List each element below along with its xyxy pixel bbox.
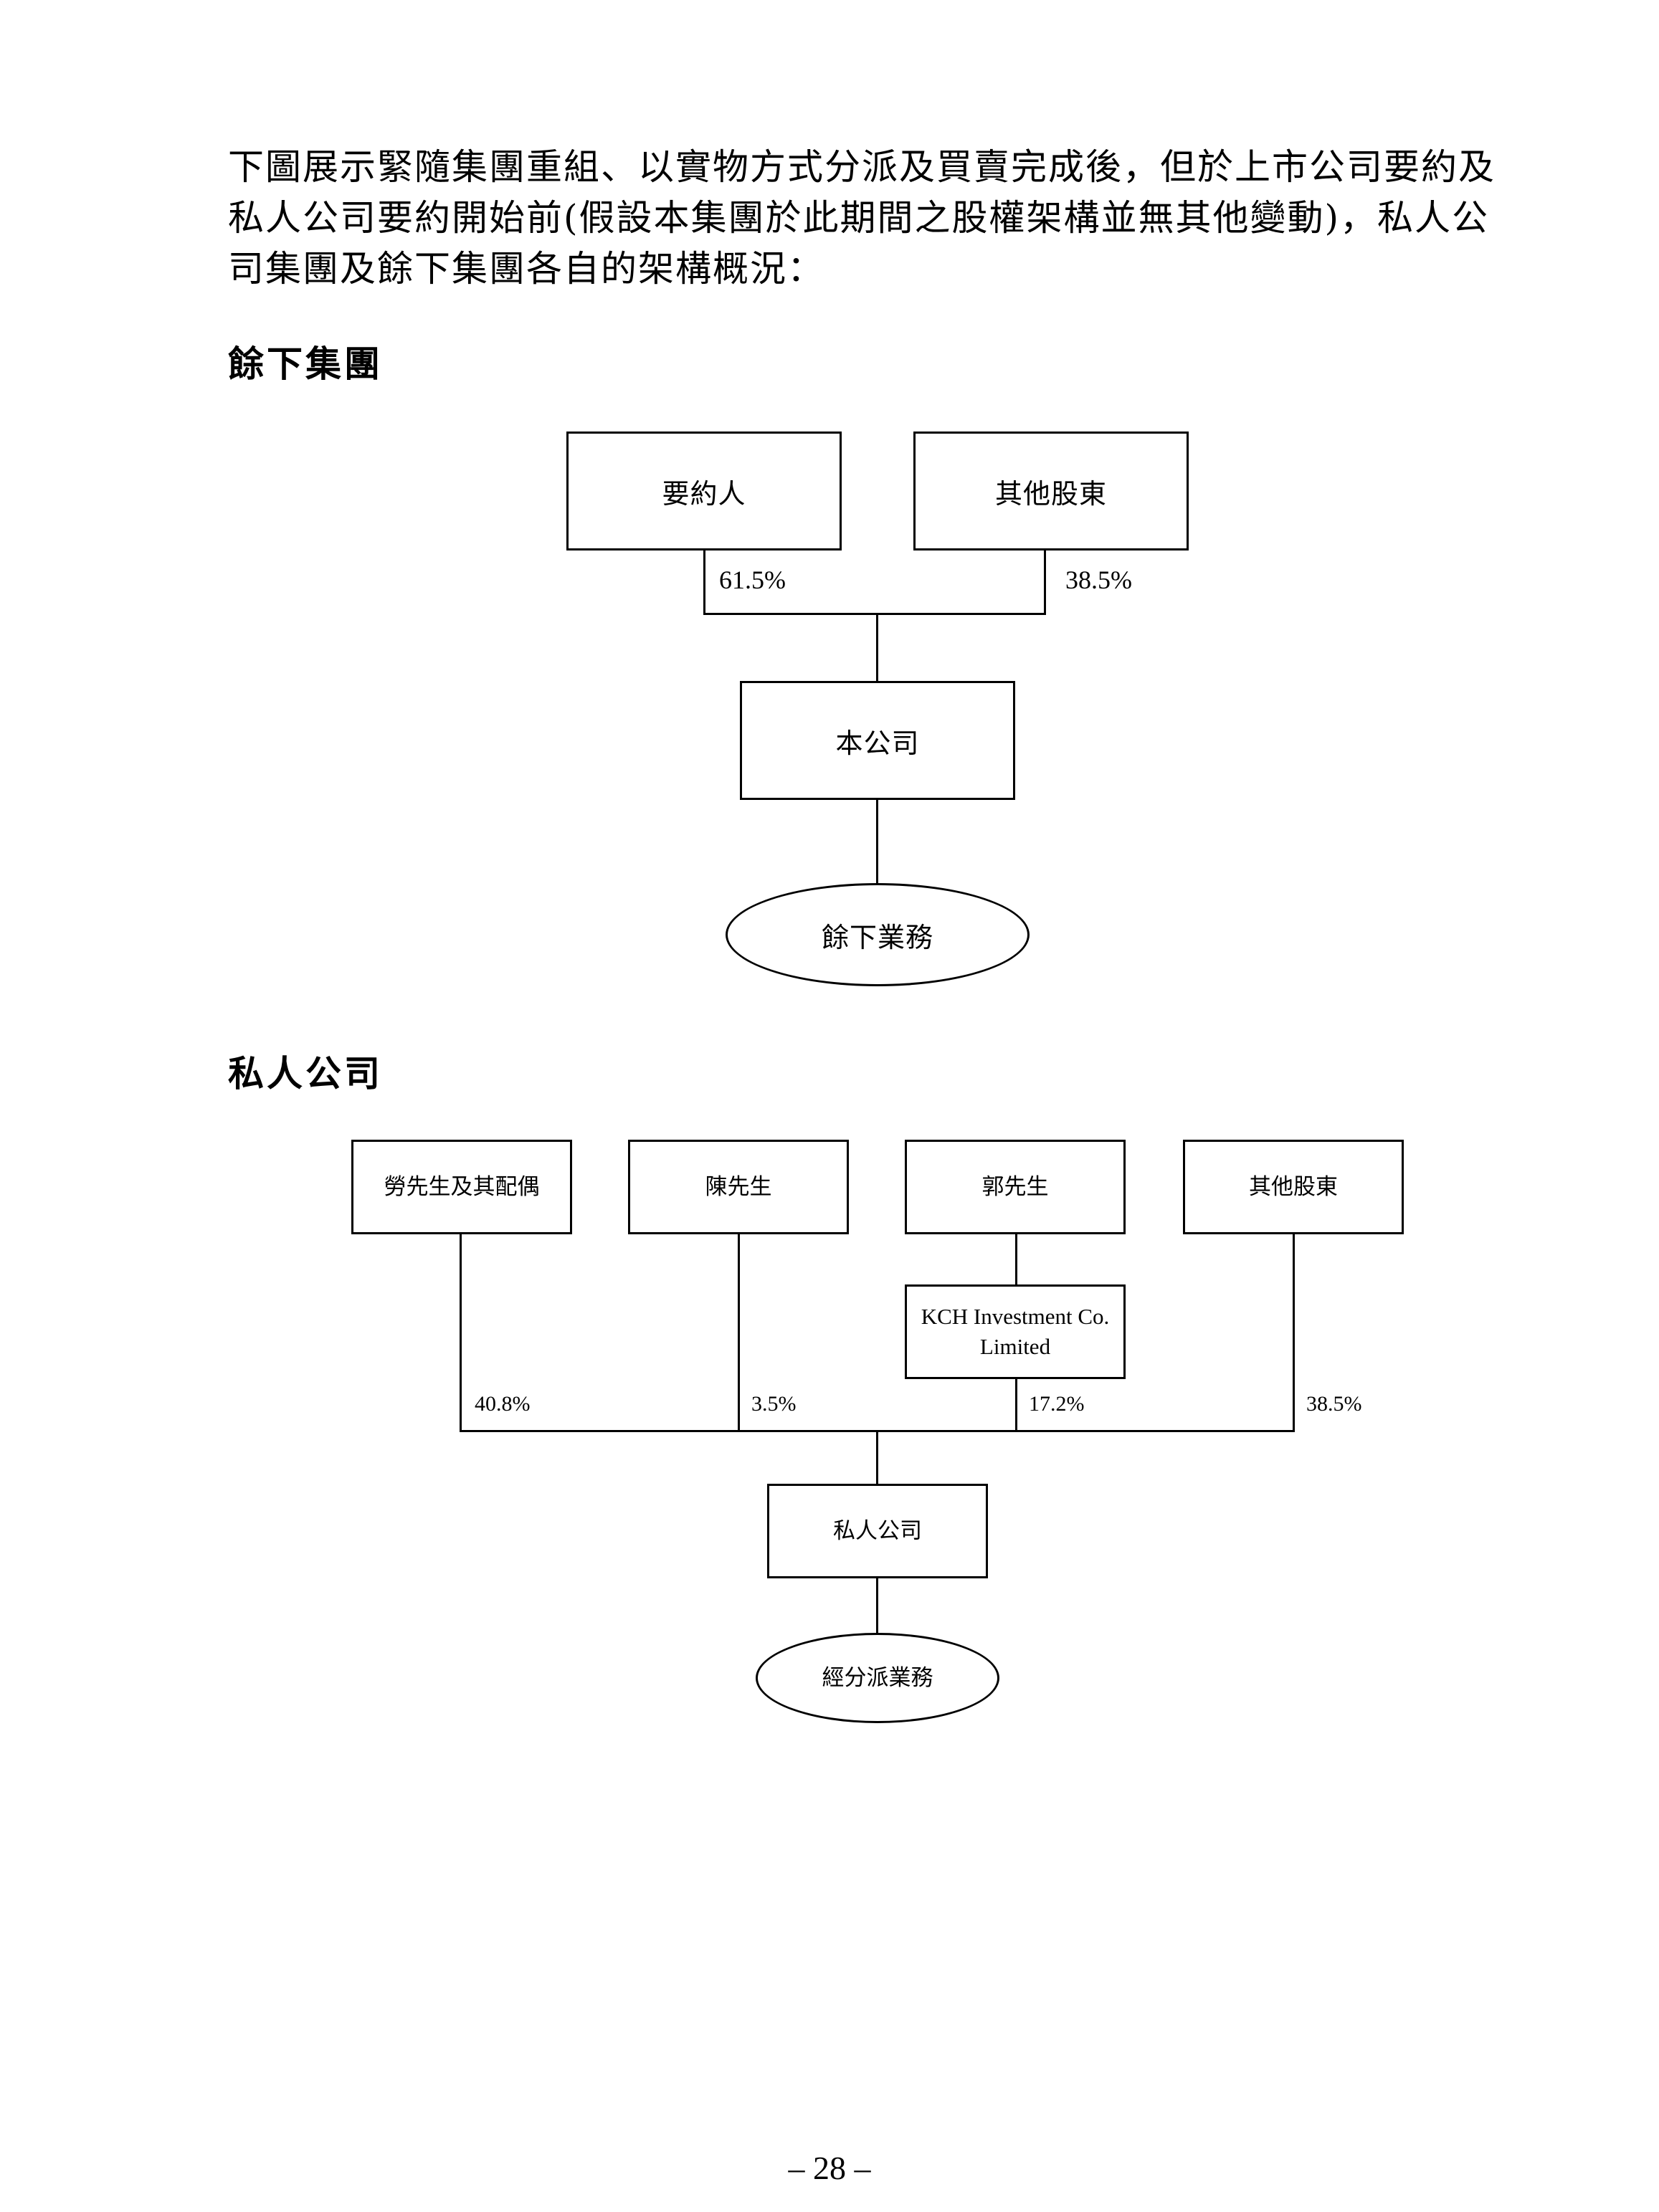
distributed-business-oval: 經分派業務 <box>756 1633 999 1723</box>
intro-paragraph: 下圖展示緊隨集團重組、以實物方式分派及買賣完成後，但於上市公司要約及私人公司要約… <box>228 146 1496 290</box>
company-label: 本公司 <box>835 727 920 759</box>
mr-kwok-box: 郭先生 <box>905 1140 1126 1234</box>
connector-line <box>1015 1379 1017 1432</box>
percentage-other-shareholders: 38.5% <box>1065 566 1132 594</box>
connector-line <box>1044 550 1046 615</box>
distributed-business-label: 經分派業務 <box>822 1665 933 1691</box>
connector-line <box>876 1430 878 1486</box>
offeror-label: 要約人 <box>662 477 746 510</box>
offeror-box: 要約人 <box>566 432 842 550</box>
percentage-other-shareholders-2: 38.5% <box>1306 1392 1362 1416</box>
kch-investment-label: KCH Investment Co. Limited <box>921 1304 1110 1359</box>
mr-lo-and-spouse-box: 勞先生及其配偶 <box>351 1140 572 1234</box>
other-shareholders-label: 其他股東 <box>994 477 1107 510</box>
connector-line <box>1293 1234 1295 1432</box>
section-heading-private-company: 私人公司 <box>228 1052 383 1095</box>
percentage-kch: 17.2% <box>1029 1392 1085 1416</box>
mr-chan-box: 陳先生 <box>628 1140 849 1234</box>
connector-line <box>1015 1234 1017 1286</box>
connector-line <box>876 613 878 682</box>
percentage-mr-chan: 3.5% <box>751 1392 797 1416</box>
connector-line <box>703 550 705 615</box>
private-company-label: 私人公司 <box>833 1518 922 1544</box>
other-shareholders-box: 其他股東 <box>913 432 1189 550</box>
kch-investment-box: KCH Investment Co. Limited <box>905 1284 1126 1379</box>
private-company-box: 私人公司 <box>767 1484 988 1578</box>
connector-line <box>738 1234 740 1432</box>
percentage-offeror: 61.5% <box>719 566 786 594</box>
mr-chan-label: 陳先生 <box>705 1174 772 1200</box>
connector-line <box>876 1578 878 1636</box>
mr-kwok-label: 郭先生 <box>981 1174 1049 1200</box>
remaining-business-label: 餘下業務 <box>821 921 933 953</box>
other-shareholders-box-2: 其他股東 <box>1183 1140 1404 1234</box>
section-heading-remaining-group: 餘下集團 <box>228 343 383 385</box>
company-box: 本公司 <box>740 681 1015 800</box>
connector-line <box>460 1234 462 1432</box>
other-shareholders-label-2: 其他股東 <box>1249 1174 1338 1200</box>
connector-line <box>876 800 878 886</box>
percentage-mr-lo: 40.8% <box>475 1392 531 1416</box>
page-number: – 28 – <box>788 2150 871 2186</box>
remaining-business-oval: 餘下業務 <box>726 883 1030 986</box>
mr-lo-label: 勞先生及其配偶 <box>384 1174 540 1200</box>
connector-line <box>703 613 1046 615</box>
